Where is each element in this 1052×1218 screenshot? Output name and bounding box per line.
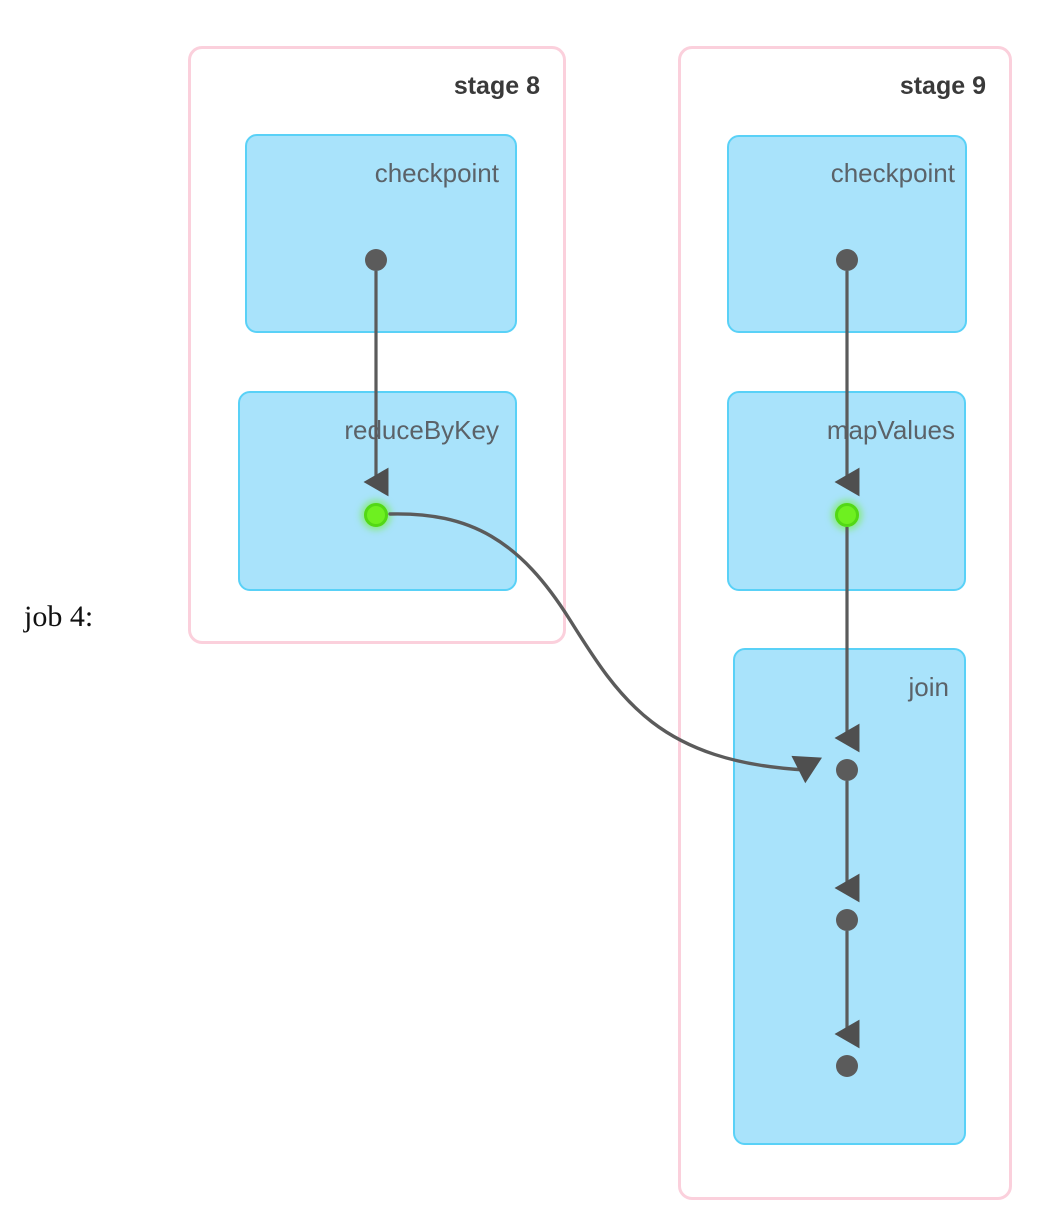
rdd-label-s8-reducebykey: reduceByKey [344,415,499,445]
rdd-vertex-s8-checkpoint-1[interactable] [365,249,387,271]
rdd-vertex-s9-mapvalues-1-cached[interactable] [835,503,859,527]
rdd-vertex-s9-join-1[interactable] [836,759,858,781]
stage-container-stage-8[interactable] [188,46,566,644]
rdd-vertex-s8-reducebykey-1-cached[interactable] [364,503,388,527]
rdd-node-s8-checkpoint[interactable] [245,134,517,333]
rdd-label-s9-mapvalues: mapValues [826,415,955,445]
stage-label-stage-8: stage 8 [453,72,540,100]
rdd-label-s9-join: join [908,672,949,702]
job-label: job 4: [24,600,94,633]
rdd-label-s9-checkpoint: checkpoint [830,158,955,188]
rdd-vertex-s9-join-3[interactable] [836,1055,858,1077]
rdd-vertex-s9-join-2[interactable] [836,909,858,931]
rdd-vertex-s9-checkpoint-1[interactable] [836,249,858,271]
stage-label-stage-9: stage 9 [899,72,986,100]
rdd-label-s8-checkpoint: checkpoint [374,158,499,188]
